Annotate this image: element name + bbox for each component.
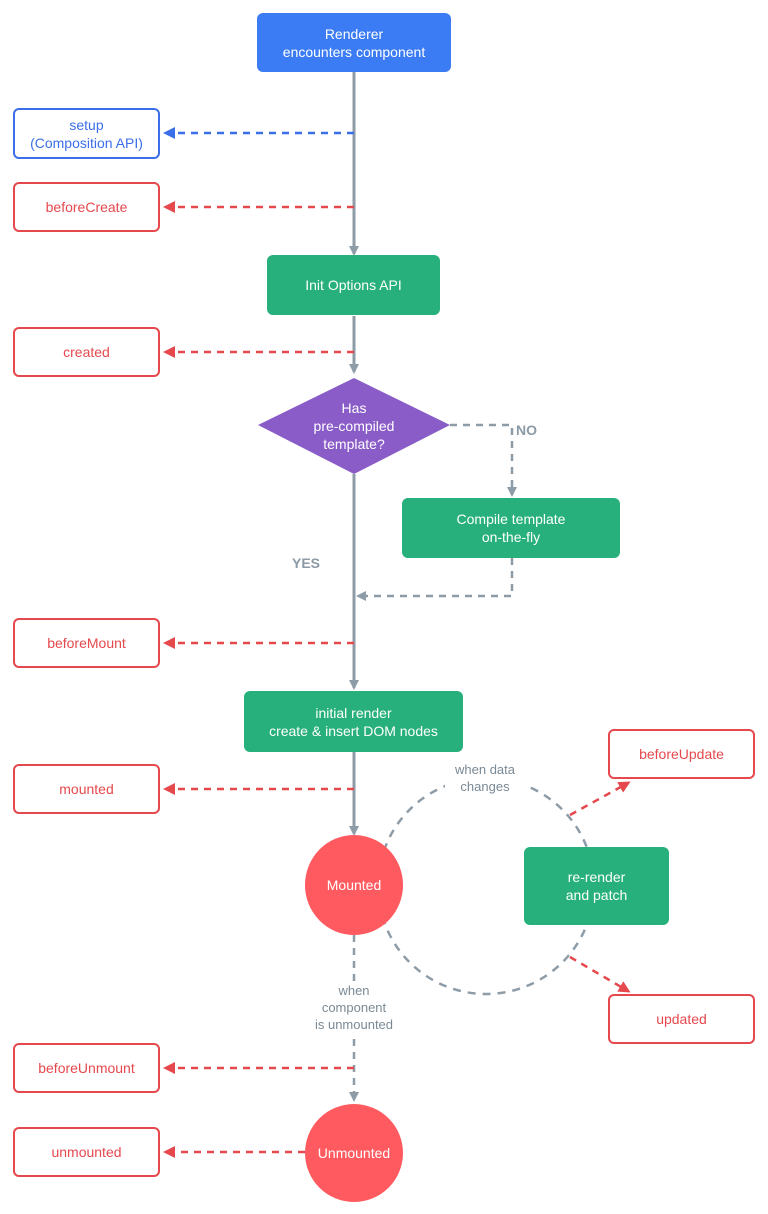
decision-diamond xyxy=(258,378,450,474)
hook-setup-label: setup (Composition API) xyxy=(30,116,143,151)
decision-label: Has pre-compiled template? xyxy=(313,400,395,452)
hook-beforeCreate: beforeCreate xyxy=(13,182,160,232)
hook-setup: setup (Composition API) xyxy=(13,108,160,159)
unmounted-state-node: Unmounted xyxy=(305,1104,403,1202)
arrow-updated xyxy=(569,955,631,993)
hook-created: created xyxy=(13,327,160,377)
hook-beforeUpdate-label: beforeUpdate xyxy=(639,746,724,762)
initial-render-node: initial render create & insert DOM nodes xyxy=(244,691,463,752)
edge-label-yes: YES xyxy=(291,555,320,571)
flow-no-branch xyxy=(450,423,517,497)
edge-label-unmounted: when component is unmounted xyxy=(294,982,414,1033)
hook-created-label: created xyxy=(63,344,110,360)
initial-render-label: initial render create & insert DOM nodes xyxy=(269,704,438,739)
rerender-node: re-render and patch xyxy=(524,847,669,925)
hook-beforeCreate-label: beforeCreate xyxy=(45,199,128,215)
compile-template-node: Compile template on-the-fly xyxy=(402,498,620,558)
edge-label-data-changes: when data changes xyxy=(455,762,515,794)
arrow-beforeUpdate xyxy=(569,781,631,817)
edge-label-no: NO xyxy=(516,422,537,438)
mounted-state-node: Mounted xyxy=(305,835,403,935)
unmounted-state-label: Unmounted xyxy=(317,1145,391,1161)
hook-beforeMount: beforeMount xyxy=(13,618,160,668)
hook-mounted: mounted xyxy=(13,764,160,814)
hook-beforeUnmount-label: beforeUnmount xyxy=(38,1060,135,1076)
hook-updated: updated xyxy=(608,994,755,1044)
renderer-node-label: Renderer encounters component xyxy=(282,25,426,60)
compile-template-label: Compile template on-the-fly xyxy=(456,511,566,545)
init-options-label: Init Options API xyxy=(305,277,402,293)
hook-unmounted-label: unmounted xyxy=(51,1144,122,1160)
hook-beforeUnmount: beforeUnmount xyxy=(13,1043,160,1093)
renderer-node: Renderer encounters component xyxy=(257,13,451,72)
hook-beforeMount-label: beforeMount xyxy=(47,635,126,651)
hook-updated-label: updated xyxy=(656,1011,707,1027)
hook-beforeUpdate: beforeUpdate xyxy=(608,729,755,779)
rerender-label: re-render and patch xyxy=(565,869,628,903)
init-options-node: Init Options API xyxy=(267,255,440,315)
mounted-state-label: Mounted xyxy=(326,877,382,893)
hook-mounted-label: mounted xyxy=(59,781,114,797)
hook-unmounted: unmounted xyxy=(13,1127,160,1177)
flow-compile-return xyxy=(356,558,514,601)
